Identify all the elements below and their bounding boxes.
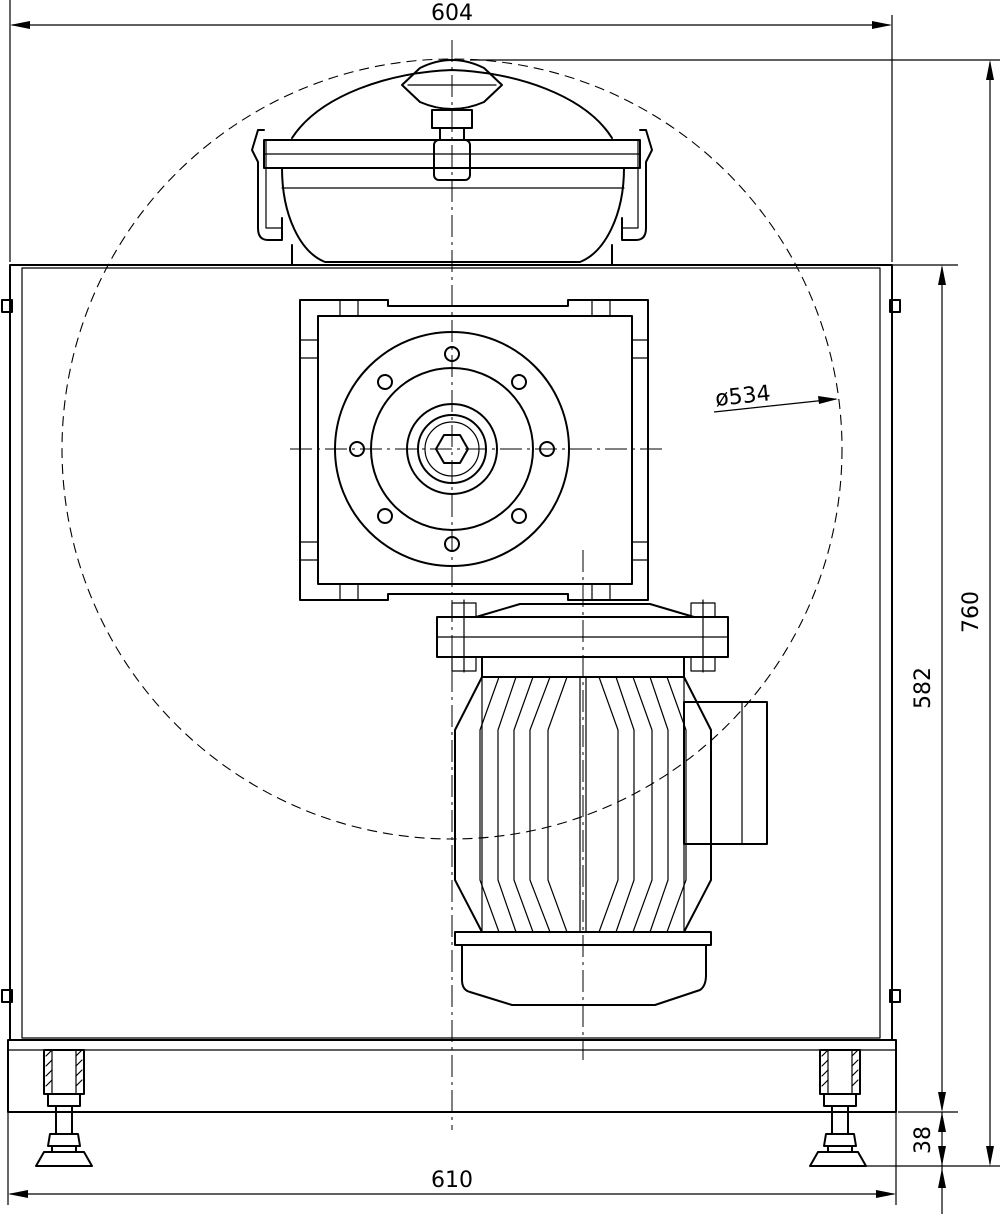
dim-foot-height	[938, 1112, 946, 1214]
cooling-fins	[479, 676, 687, 933]
gearbox-face	[317, 315, 633, 585]
dim-top-width	[9, 0, 893, 262]
dim-rotor-diameter	[713, 396, 838, 413]
dim-bottom-width-label: 610	[431, 1168, 473, 1193]
housing-outline	[9, 264, 893, 1041]
bolt-left-bottom	[1, 989, 13, 1003]
housing-inner	[21, 267, 881, 1039]
bolt-left-top	[1, 299, 13, 313]
bolt-right-bottom	[889, 989, 901, 1003]
top-lid-assembly	[251, 59, 653, 266]
dim-body-height-label: 582	[911, 667, 936, 709]
electric-motor	[436, 599, 768, 1006]
dim-top-width-label: 604	[431, 1, 473, 26]
bolt-right-top	[889, 299, 901, 313]
foot-left	[35, 1049, 93, 1167]
dim-foot-height-label: 38	[911, 1126, 936, 1154]
fan-cover	[461, 944, 707, 1006]
lid-bowl	[281, 167, 625, 263]
dim-rotor-diameter-label: ø534	[714, 381, 772, 412]
left-clamp-hook	[251, 129, 283, 241]
dim-bottom-width	[7, 1112, 897, 1205]
dim-overall-height	[470, 59, 1000, 1167]
right-clamp-hook	[621, 129, 653, 241]
gearbox	[299, 299, 649, 601]
gearbox-outline	[299, 299, 649, 601]
dim-overall-height-label: 760	[959, 591, 984, 633]
foot-right	[809, 1049, 867, 1167]
terminal-box	[683, 701, 768, 845]
lid-knob	[401, 59, 503, 110]
dim-body-height	[880, 264, 958, 1113]
